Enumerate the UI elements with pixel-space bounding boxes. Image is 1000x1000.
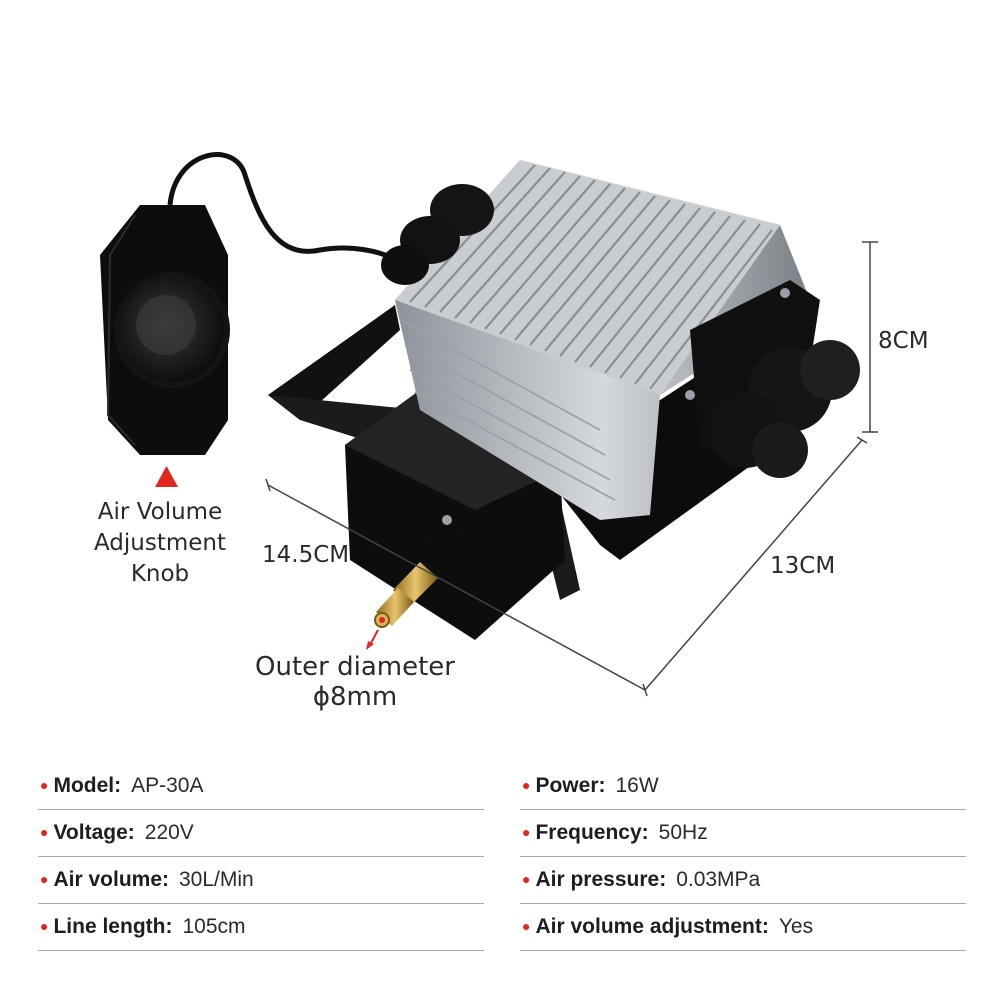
- spec-row-model: ● Model: AP-30A: [38, 763, 484, 810]
- spec-value: 220V: [144, 821, 194, 844]
- red-arrow-icon: [155, 466, 178, 487]
- spec-key: Voltage:: [53, 821, 135, 844]
- power-cable: [167, 152, 402, 265]
- bullet-icon: ●: [40, 918, 49, 934]
- spec-column-right: ● Power: 16W ● Frequency: 50Hz ● Air pre…: [520, 763, 966, 951]
- spec-row-line-length: ● Line length: 105cm: [38, 904, 484, 951]
- adjustment-knob-controller: [100, 205, 230, 455]
- spec-value: 50Hz: [658, 821, 708, 844]
- knob-label-line3: Knob: [130, 561, 190, 587]
- spec-value: 105cm: [182, 915, 246, 938]
- spec-value: 0.03MPa: [676, 868, 761, 891]
- spec-row-frequency: ● Frequency: 50Hz: [520, 810, 966, 857]
- spec-value: 16W: [615, 774, 659, 797]
- spec-value: Yes: [778, 915, 814, 938]
- air-outlet-nozzle: [374, 515, 466, 628]
- bullet-icon: ●: [40, 777, 49, 793]
- outlet-label-line2: ϕ8mm: [312, 682, 398, 712]
- spec-value: AP-30A: [131, 774, 204, 797]
- bullet-icon: ●: [522, 824, 531, 840]
- knob-label-line1: Air Volume: [97, 499, 223, 525]
- air-pump-drawing: [100, 152, 878, 697]
- spec-key: Air volume adjustment:: [535, 915, 769, 938]
- spec-key: Line length:: [53, 915, 173, 938]
- pump-body: [268, 160, 860, 650]
- cooling-fins: [409, 164, 773, 390]
- bullet-icon: ●: [522, 918, 531, 934]
- spec-key: Frequency:: [535, 821, 649, 844]
- spec-row-air-volume: ● Air volume: 30L/Min: [38, 857, 484, 904]
- spec-value: 30L/Min: [179, 868, 254, 891]
- outlet-label-line1: Outer diameter: [255, 652, 455, 682]
- knob-label: Air Volume Adjustment Knob: [70, 497, 250, 590]
- knob-label-line2: Adjustment: [93, 530, 227, 556]
- spec-row-voltage: ● Voltage: 220V: [38, 810, 484, 857]
- spec-table: ● Model: AP-30A ● Voltage: 220V ● Air vo…: [38, 763, 968, 951]
- spec-key: Air volume:: [53, 868, 169, 891]
- spec-row-power: ● Power: 16W: [520, 763, 966, 810]
- dimension-lines: [265, 241, 878, 697]
- outlet-label: Outer diameter ϕ8mm: [240, 652, 470, 712]
- spec-row-air-pressure: ● Air pressure: 0.03MPa: [520, 857, 966, 904]
- spec-key: Power:: [535, 774, 606, 797]
- bullet-icon: ●: [40, 824, 49, 840]
- depth-dimension: 13CM: [770, 553, 836, 579]
- height-dimension: 8CM: [878, 328, 929, 354]
- product-illustration: Air Volume Adjustment Knob 14.5CM 13CM 8…: [70, 152, 929, 712]
- spec-key: Air pressure:: [535, 868, 667, 891]
- bullet-icon: ●: [522, 871, 531, 887]
- bullet-icon: ●: [40, 871, 49, 887]
- outlet-caps: [685, 280, 860, 478]
- spec-row-adjustment: ● Air volume adjustment: Yes: [520, 904, 966, 951]
- spec-key: Model:: [53, 774, 122, 797]
- bullet-icon: ●: [522, 777, 531, 793]
- spec-column-left: ● Model: AP-30A ● Voltage: 220V ● Air vo…: [38, 763, 484, 951]
- width-dimension: 14.5CM: [262, 542, 350, 568]
